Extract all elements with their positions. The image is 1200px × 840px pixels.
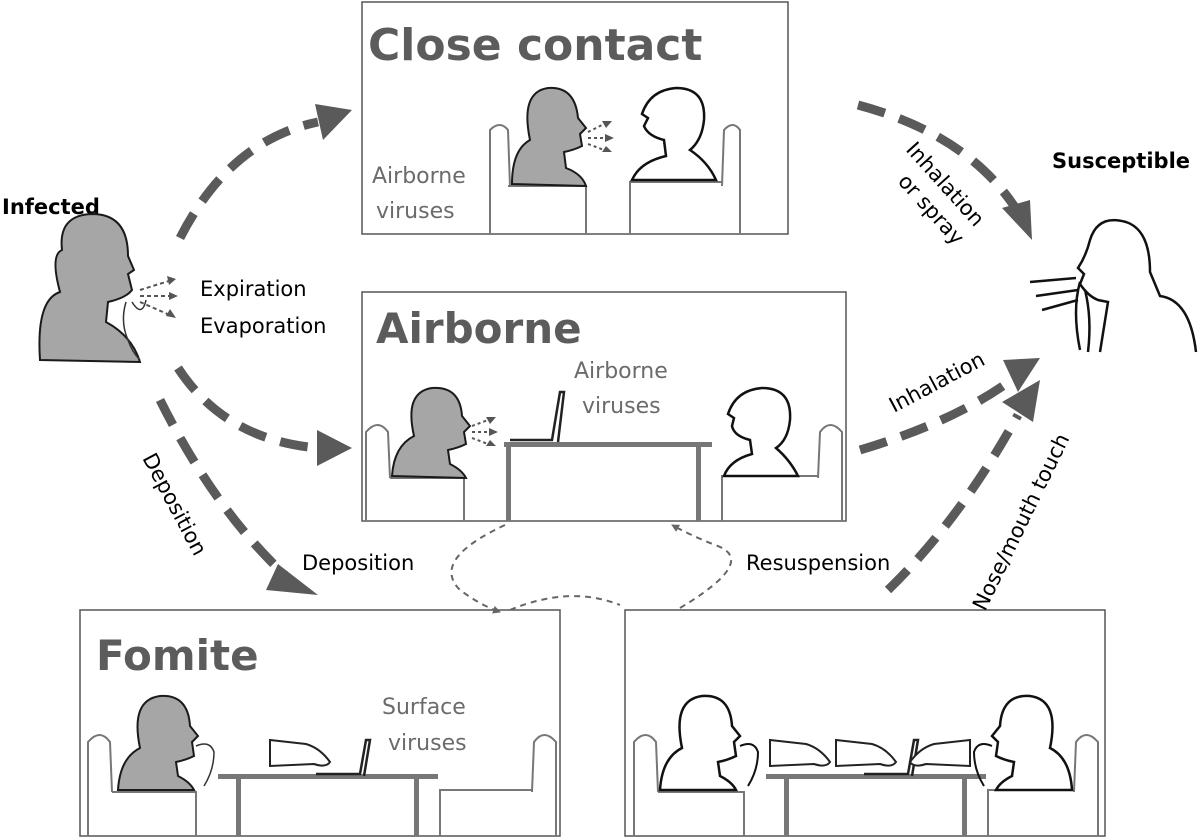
airborne-caption-line1: Airborne — [574, 359, 668, 384]
fomite-caption-line2: viruses — [388, 731, 467, 756]
deposition-left-label: Deposition — [138, 449, 212, 559]
arrowhead-close-contact — [315, 104, 352, 140]
arrow-infected-to-close-contact — [175, 117, 319, 241]
close-contact-caption-line1: Airborne — [372, 164, 466, 189]
arrowhead-deposition — [266, 564, 318, 595]
airborne-caption-line2: viruses — [582, 394, 661, 419]
arrowhead-inhalation — [1003, 358, 1040, 392]
fomite-caption-line1: Surface — [382, 695, 466, 720]
arrow-infected-deposition — [155, 397, 289, 579]
resuspension-label: Resuspension — [746, 551, 890, 575]
small-arrow-resuspension-loop — [671, 524, 733, 609]
close-contact-caption-line2: viruses — [376, 199, 455, 224]
close-contact-title: Close contact — [368, 20, 702, 71]
arrow-close-contact-to-susceptible — [856, 100, 1022, 215]
susceptible-label: Susceptible — [1052, 149, 1190, 173]
inhalation-label: Inhalation — [885, 347, 989, 417]
arrow-airborne-to-susceptible — [858, 371, 1021, 455]
airborne-scene — [365, 386, 843, 521]
resuspension-touch-scene — [633, 694, 1099, 836]
deposition-mid-label: Deposition — [302, 551, 414, 575]
close-contact-scene — [489, 86, 741, 234]
small-arrow-link-loop — [509, 595, 621, 611]
small-arrow-deposition-loop — [450, 524, 506, 614]
arrowhead-airborne — [317, 430, 352, 466]
arrowhead-inhalation-or-spray — [1002, 200, 1032, 240]
fomite-title: Fomite — [96, 631, 259, 680]
arrowhead-nose-mouth-touch — [1002, 380, 1040, 422]
susceptible-person-figure — [1029, 218, 1198, 353]
airborne-title: Airborne — [376, 304, 582, 353]
evaporation-label: Evaporation — [200, 314, 326, 338]
expiration-label: Expiration — [200, 277, 307, 301]
arrow-resuspension-to-susceptible — [884, 412, 1022, 594]
arrow-infected-to-airborne — [174, 365, 319, 453]
nose-mouth-touch-label: Nose/mouth touch — [968, 430, 1074, 615]
infected-person-figure — [38, 212, 178, 364]
fomite-scene — [87, 694, 557, 836]
